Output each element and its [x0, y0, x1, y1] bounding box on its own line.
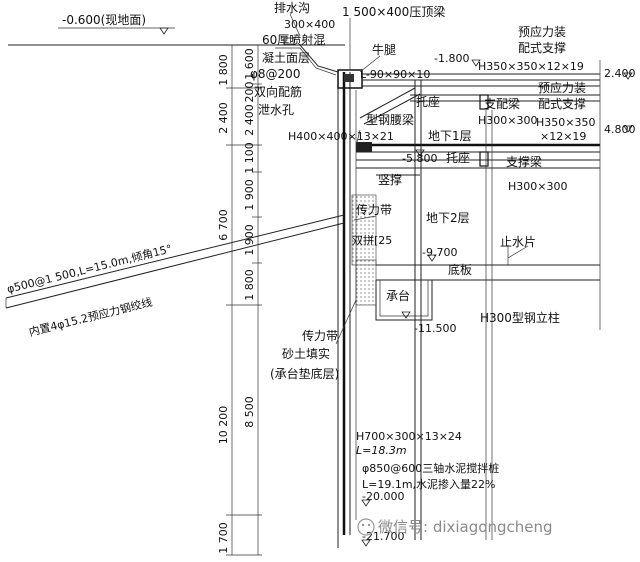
- dim-inner-1: 1 600: [243, 48, 256, 80]
- leader-lines: [289, 13, 529, 345]
- slope-shotcrete: [270, 37, 339, 76]
- shotcrete-label-1: 60厚喷射混: [262, 32, 325, 47]
- inner-dimensions: 1 600 200 2 400 1 100 1 900 1 900 1 800 …: [243, 48, 256, 428]
- dim-inner-2: 200: [243, 82, 256, 103]
- shotcrete-label-2: 凝土面层: [262, 50, 310, 65]
- steel-waler-label: 型钢腰梁: [366, 112, 414, 127]
- level-markers: [361, 59, 633, 547]
- h300-b-label: H300×300: [508, 180, 567, 193]
- dim-outer-4: 10 200: [217, 406, 230, 445]
- rebar-label-1: φ8@200: [250, 67, 300, 81]
- level-11500-label: -11.500: [414, 322, 456, 335]
- level-20000-label: -20.000: [362, 490, 404, 503]
- level-2400-label: 2.400: [604, 67, 636, 80]
- h350-right-1: H350×350: [536, 116, 595, 129]
- sand-fill-label-2: (承台垫底层): [270, 366, 339, 381]
- basement-2-label: 地下2层: [426, 211, 470, 225]
- brace-beam-label: 支撑梁: [506, 154, 542, 169]
- watermark-text: 微信号: dixiagongcheng: [378, 518, 553, 536]
- upper-brace: [359, 73, 600, 125]
- force-belt-2-label: 传力带: [302, 328, 338, 343]
- vertical-columns: [414, 60, 601, 540]
- dim-outer-2: 2 400: [217, 102, 230, 134]
- mixing-pile-2-label: L=19.1m,水泥掺入量22%: [362, 477, 496, 491]
- level-4800-label: 4.800: [604, 123, 636, 136]
- anchor-tendon-label: 内置4φ15.2预应力钢绞线: [27, 295, 153, 339]
- bracket-label-2: 托座: [446, 150, 470, 165]
- labels: 排水沟 300×400 1 500×400压顶梁 60厚喷射混 凝土面层 φ8@…: [250, 1, 636, 543]
- h300-a-label: H300×300: [478, 114, 537, 127]
- dim-inner-7: 1 800: [243, 269, 256, 301]
- floor-slab-label: 底板: [448, 262, 472, 277]
- vertical-strut-label: 竖撑: [378, 172, 402, 187]
- corbel-label: 牛腿: [372, 42, 396, 57]
- force-belt: [351, 174, 420, 306]
- dim-outer-1: 1 800: [217, 54, 230, 86]
- crown-beam-label: 1 500×400压顶梁: [342, 4, 445, 19]
- floor-slab: [375, 245, 600, 321]
- dim-outer-5: 1 700: [217, 522, 230, 554]
- outer-dimensions: 1 800 2 400 6 700 10 200 1 700: [217, 54, 230, 554]
- assembled-waler-label: 支配梁: [484, 96, 520, 111]
- dim-inner-3: 2 400: [243, 104, 256, 136]
- h300-column-label: H300型钢立柱: [480, 310, 560, 325]
- lower-brace: [356, 142, 600, 169]
- dim-inner-6: 1 900: [243, 224, 256, 256]
- bracket-label-1: 托座: [416, 94, 440, 109]
- basement-1-label: 地下1层: [428, 129, 472, 143]
- dim-inner-8: 8 500: [243, 396, 256, 428]
- level-5800-label: -5.800: [402, 152, 437, 165]
- ground-anchor: φ500@1 500,L=15.0m,倾角15° 内置4φ15.2预应力钢绞线: [6, 214, 345, 339]
- prestress-brace-right-2: 配式支撑: [538, 96, 586, 111]
- double-channel-label: 双拼[25: [352, 233, 392, 247]
- h400-label: H400×400×13×21: [288, 130, 394, 143]
- mixing-pile-label: φ850@600三轴水泥搅拌桩: [362, 461, 499, 475]
- h700-label: H700×300×13×24: [356, 430, 462, 443]
- level-1800-label: -1.800: [434, 52, 469, 65]
- dim-outer-3: 6 700: [217, 209, 230, 241]
- weep-hole-label: 泄水孔: [258, 103, 294, 117]
- dim-inner-5: 1 900: [243, 179, 256, 211]
- h700-length-label: L=18.3m: [356, 444, 407, 457]
- prestress-brace-top-1: 预应力装: [518, 24, 566, 39]
- prestress-brace-right-1: 预应力装: [538, 80, 586, 95]
- rebar-label-2: 双向配筋: [254, 84, 302, 99]
- waterstop-label: 止水片: [500, 235, 536, 249]
- force-belt-label: 传力带: [356, 202, 392, 217]
- dim-inner-4: 1 100: [243, 142, 256, 174]
- anchor-spec-label: φ500@1 500,L=15.0m,倾角15°: [6, 242, 174, 296]
- wechat-logo-icon: [357, 518, 375, 536]
- ground-level-label: -0.600(现地面): [62, 13, 146, 27]
- sand-fill-label-1: 砂土填实: [282, 346, 330, 361]
- dimension-lines: [226, 44, 262, 556]
- level-9700-label: -9.700: [422, 246, 457, 259]
- watermark: 微信号: dixiagongcheng: [357, 518, 553, 536]
- h350-right-2: ×12×19: [540, 130, 586, 143]
- prestress-brace-top-2: 配式支撑: [518, 40, 566, 55]
- drain-ditch-label: 排水沟: [274, 1, 310, 15]
- level-21700-label: -21.700: [362, 530, 404, 543]
- pile-cap-label: 承台: [386, 288, 410, 303]
- angle-steel-label: L-90×90×10: [360, 68, 430, 81]
- h350-top-label: H350×350×12×19: [478, 60, 584, 73]
- top-beam-spec-label: 300×400: [284, 18, 335, 31]
